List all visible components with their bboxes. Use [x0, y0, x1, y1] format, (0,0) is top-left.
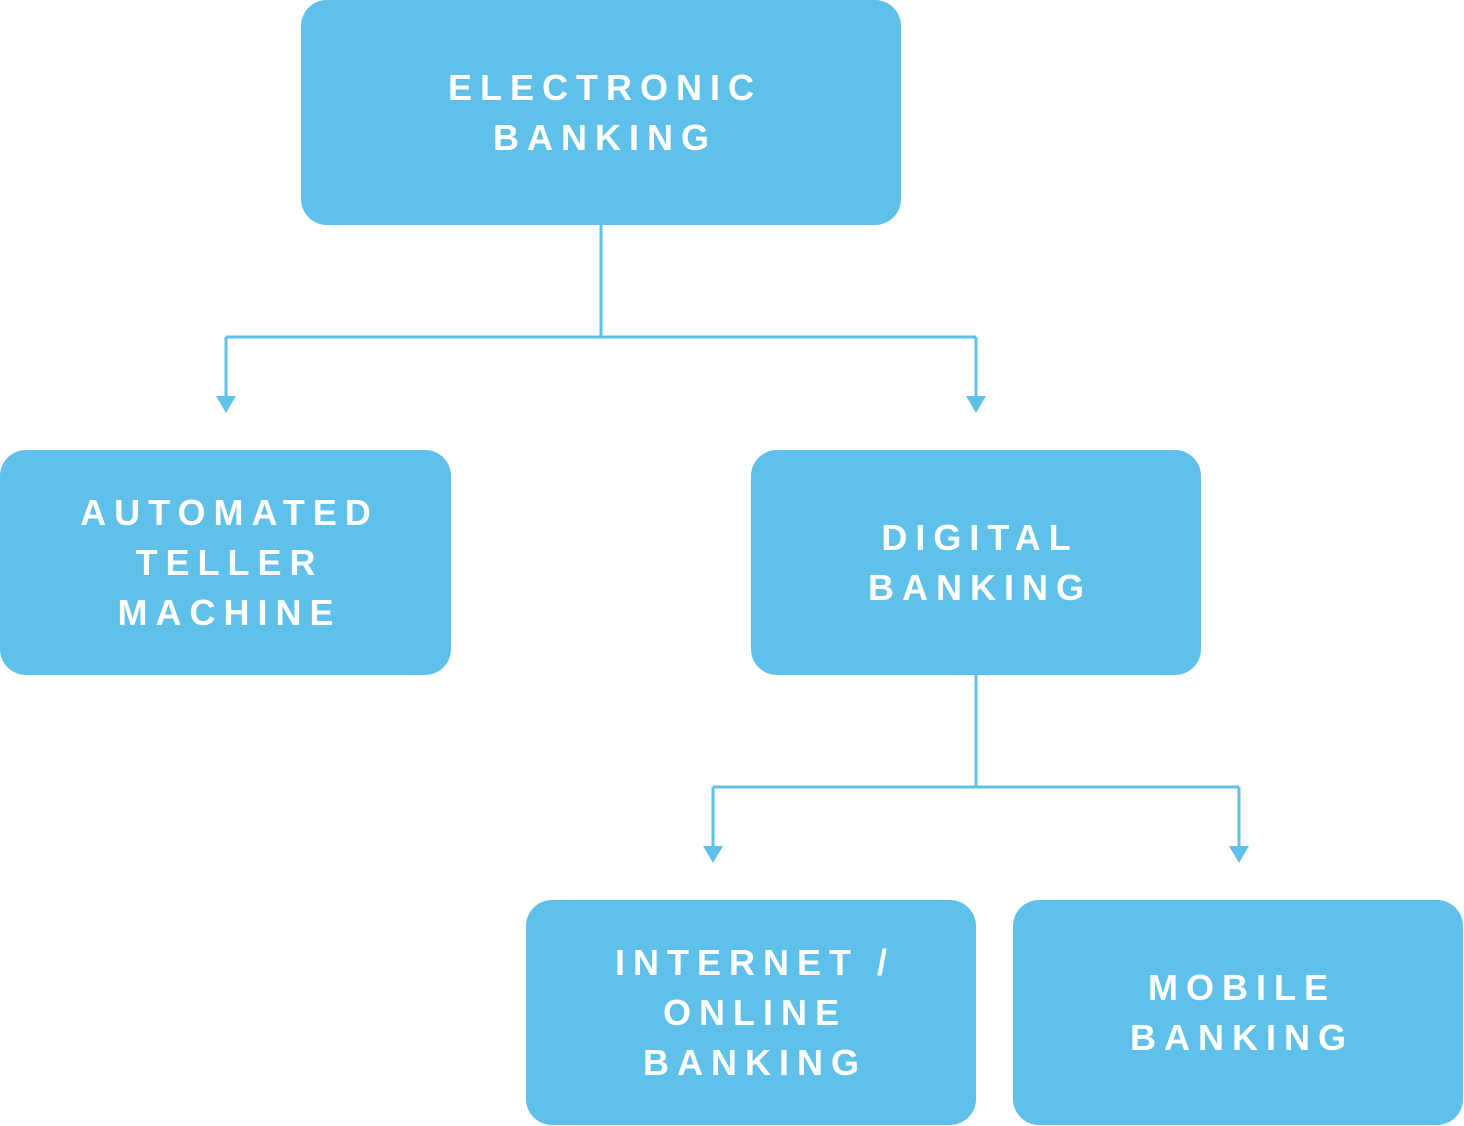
node-label-line: BANKING: [1130, 1016, 1354, 1058]
node-label-line: AUTOMATED: [80, 491, 379, 533]
node-internet-online-banking: INTERNET / ONLINE BANKING: [526, 900, 976, 1125]
node-label-line: TELLER: [135, 541, 324, 583]
arrowhead-atm: [216, 396, 236, 413]
arrowhead-internet: [703, 846, 723, 863]
arrowhead-mobile: [1229, 846, 1249, 863]
node-label-line: DIGITAL: [881, 516, 1079, 558]
node-electronic-banking: ELECTRONIC BANKING: [301, 0, 901, 225]
node-label-line: BANKING: [493, 116, 717, 158]
node-digital-banking: DIGITAL BANKING: [751, 450, 1201, 675]
node-label-line: ONLINE: [662, 991, 847, 1033]
node-label-line: MACHINE: [117, 591, 342, 633]
arrowhead-digital: [966, 396, 986, 413]
connector-electronic-to-children: [224, 225, 978, 398]
node-label-line: ELECTRONIC: [448, 66, 762, 108]
node-automated-teller-machine: AUTOMATED TELLER MACHINE: [0, 450, 451, 675]
node-label-line: BANKING: [643, 1041, 867, 1083]
node-label-line: MOBILE: [1148, 966, 1336, 1008]
node-mobile-banking: MOBILE BANKING: [1013, 900, 1463, 1125]
node-label-line: BANKING: [868, 566, 1092, 608]
connector-digital-to-children: [711, 675, 1241, 848]
node-label-line: INTERNET /: [614, 941, 895, 983]
